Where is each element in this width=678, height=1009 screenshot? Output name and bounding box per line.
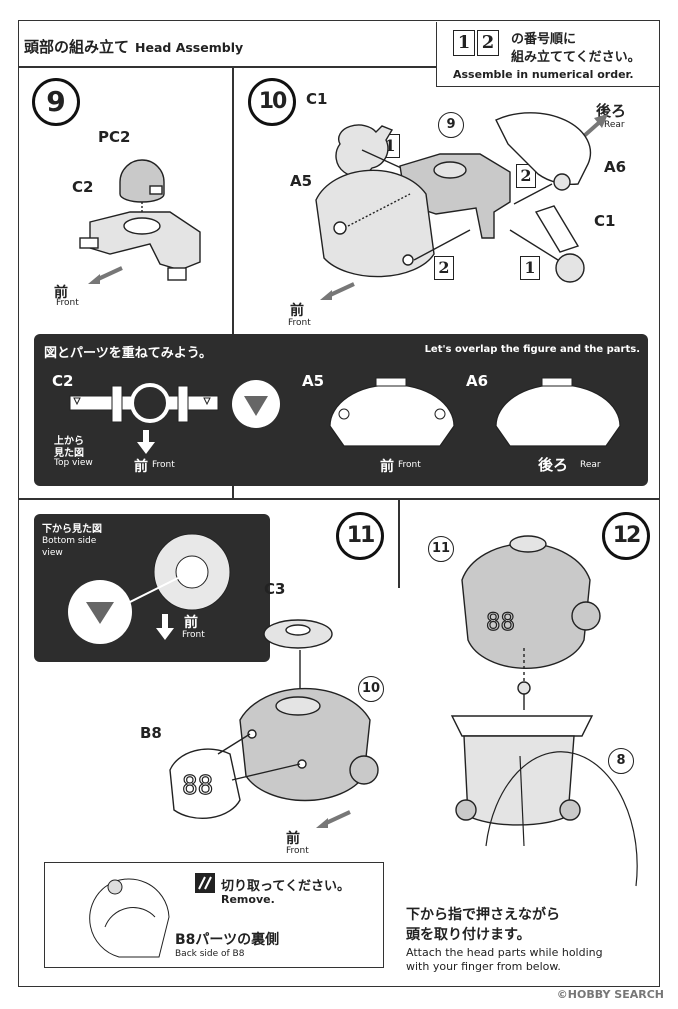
step-12-number: 12 xyxy=(602,512,650,560)
divider-mid xyxy=(18,498,660,500)
step-12-ref-8: 8 xyxy=(608,748,634,774)
topview-ja-1: 上から xyxy=(54,436,84,447)
svg-text:88: 88 xyxy=(486,608,515,636)
step-10-front-en: Front xyxy=(288,318,311,328)
bottom-view-figure xyxy=(68,533,231,644)
order-num-1: 1 xyxy=(453,30,475,56)
bottom-view-panel: 下から見た図 Bottom side view 前 Front xyxy=(34,514,270,662)
step-10-front-ja: 前 xyxy=(290,303,304,319)
step-11-front-ja: 前 xyxy=(286,831,300,847)
step-11-ref-10: 10 xyxy=(358,676,384,702)
c2-front-en: Front xyxy=(152,460,175,470)
overlap-title-ja: 図とパーツを重ねてみよう。 xyxy=(44,346,212,361)
a6-rear-en: Rear xyxy=(580,460,601,470)
part-c3-label: C3 xyxy=(264,580,286,598)
bv-front-ja: 前 xyxy=(184,615,198,631)
part-a6-label: A6 xyxy=(604,158,627,176)
cutter-icon xyxy=(195,873,215,893)
part-a5-label: A5 xyxy=(290,172,313,190)
seq-1-lower: 1 xyxy=(520,256,540,280)
step-9-illustration xyxy=(79,159,201,281)
order-en: Assemble in numerical order. xyxy=(453,68,634,81)
order-num-2: 2 xyxy=(477,30,499,56)
bottom-view-front-arrow-icon xyxy=(156,614,174,640)
order-ja-2: 組み立ててください。 xyxy=(511,50,641,65)
b8-back-figure xyxy=(89,878,170,958)
overlap-title-en: Let's overlap the figure and the parts. xyxy=(424,344,640,355)
step-11-number: 11 xyxy=(336,512,384,560)
a6-rear-ja: 後ろ xyxy=(538,456,569,474)
remove-ja: 切り取ってください。 xyxy=(221,879,350,894)
part-c1-top-label: C1 xyxy=(306,90,328,108)
overlap-a6-label: A6 xyxy=(466,372,489,390)
step-9-front-ja: 前 xyxy=(54,285,68,301)
seq-2-lower: 2 xyxy=(434,256,454,280)
part-c2-label: C2 xyxy=(72,178,94,196)
step-10-rear-arrow-icon xyxy=(582,114,608,138)
step-10-rear-en: Rear xyxy=(604,120,625,130)
a6-outline-figure xyxy=(495,377,621,447)
order-ja-1: の番号順に xyxy=(511,32,577,47)
step-12-ja-2: 頭を取り付けます。 xyxy=(406,927,531,943)
part-pc2-label: PC2 xyxy=(98,128,131,146)
c2-top-view-figure xyxy=(69,383,219,423)
overlap-panel: 図とパーツを重ねてみよう。 Let's overlap the figure a… xyxy=(34,334,648,486)
step-10-illustration xyxy=(315,112,592,283)
topview-ja-2: 見た図 xyxy=(54,448,84,459)
overlap-c2-label: C2 xyxy=(52,372,74,390)
step-11-illustration: 88 xyxy=(169,619,379,820)
a5-front-en: Front xyxy=(398,460,421,470)
overlap-a5-label: A5 xyxy=(302,372,325,390)
instruction-frame xyxy=(18,20,660,987)
step-12-en-2: with your finger from below. xyxy=(406,960,561,973)
divider-9-10 xyxy=(232,66,234,498)
remove-note-box: 切り取ってください。 Remove. B8パーツの裏側 Back side of… xyxy=(44,862,384,968)
bottom-view-ja: 下から見た図 xyxy=(42,524,102,535)
step-11-front-arrow-icon xyxy=(316,810,351,828)
back-side-ja: B8パーツの裏側 xyxy=(175,932,280,948)
step-12-illustration: 88 xyxy=(450,535,638,887)
step-12-ja-1: 下から指で押さえながら xyxy=(406,907,560,923)
step-10-number: 10 xyxy=(248,78,296,126)
step-12-en-1: Attach the head parts while holding xyxy=(406,946,603,959)
step-10-ref-9: 9 xyxy=(438,112,464,138)
step-10-front-arrow-icon xyxy=(320,282,355,300)
c2-front-arrow-icon xyxy=(137,430,155,454)
watermark: ©HOBBY SEARCH xyxy=(556,988,664,1001)
divider-11-12 xyxy=(398,498,400,588)
bottom-view-en-1: Bottom side xyxy=(42,536,97,546)
part-c1-bottom-label: C1 xyxy=(594,212,616,230)
back-side-en: Back side of B8 xyxy=(175,949,245,959)
overlap-circle-target-icon xyxy=(232,380,280,428)
header-divider xyxy=(18,66,436,68)
a5-outline-figure xyxy=(329,377,455,447)
seq-2-right: 2 xyxy=(516,164,536,188)
step-9-front-en: Front xyxy=(56,298,79,308)
step-9-front-arrow-icon xyxy=(88,266,123,284)
part-b8-label: B8 xyxy=(140,724,162,742)
step-12-ref-11: 11 xyxy=(428,536,454,562)
c2-front-ja: 前 xyxy=(134,459,148,475)
step-11-front-en: Front xyxy=(286,846,309,856)
a5-front-ja: 前 xyxy=(380,459,394,475)
bv-front-en: Front xyxy=(182,630,205,640)
topview-en: Top view xyxy=(54,458,93,468)
step-9-number: 9 xyxy=(32,78,80,126)
bottom-view-en-2: view xyxy=(42,548,63,558)
svg-text:88: 88 xyxy=(182,771,213,801)
remove-en: Remove. xyxy=(221,893,275,906)
